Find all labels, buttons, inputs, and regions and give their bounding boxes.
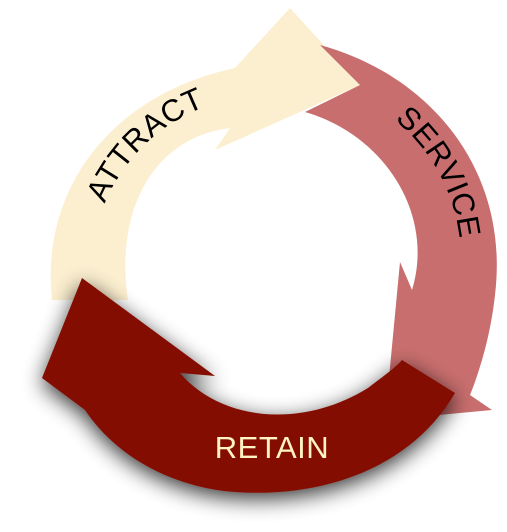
attract-label-text: ATTRACT [79,81,208,207]
attract-arrow [50,8,361,300]
retain-arrow [42,278,455,493]
service-arrow [305,45,497,420]
attract-label: ATTRACT [79,81,208,207]
retain-label: RETAIN [215,430,329,465]
